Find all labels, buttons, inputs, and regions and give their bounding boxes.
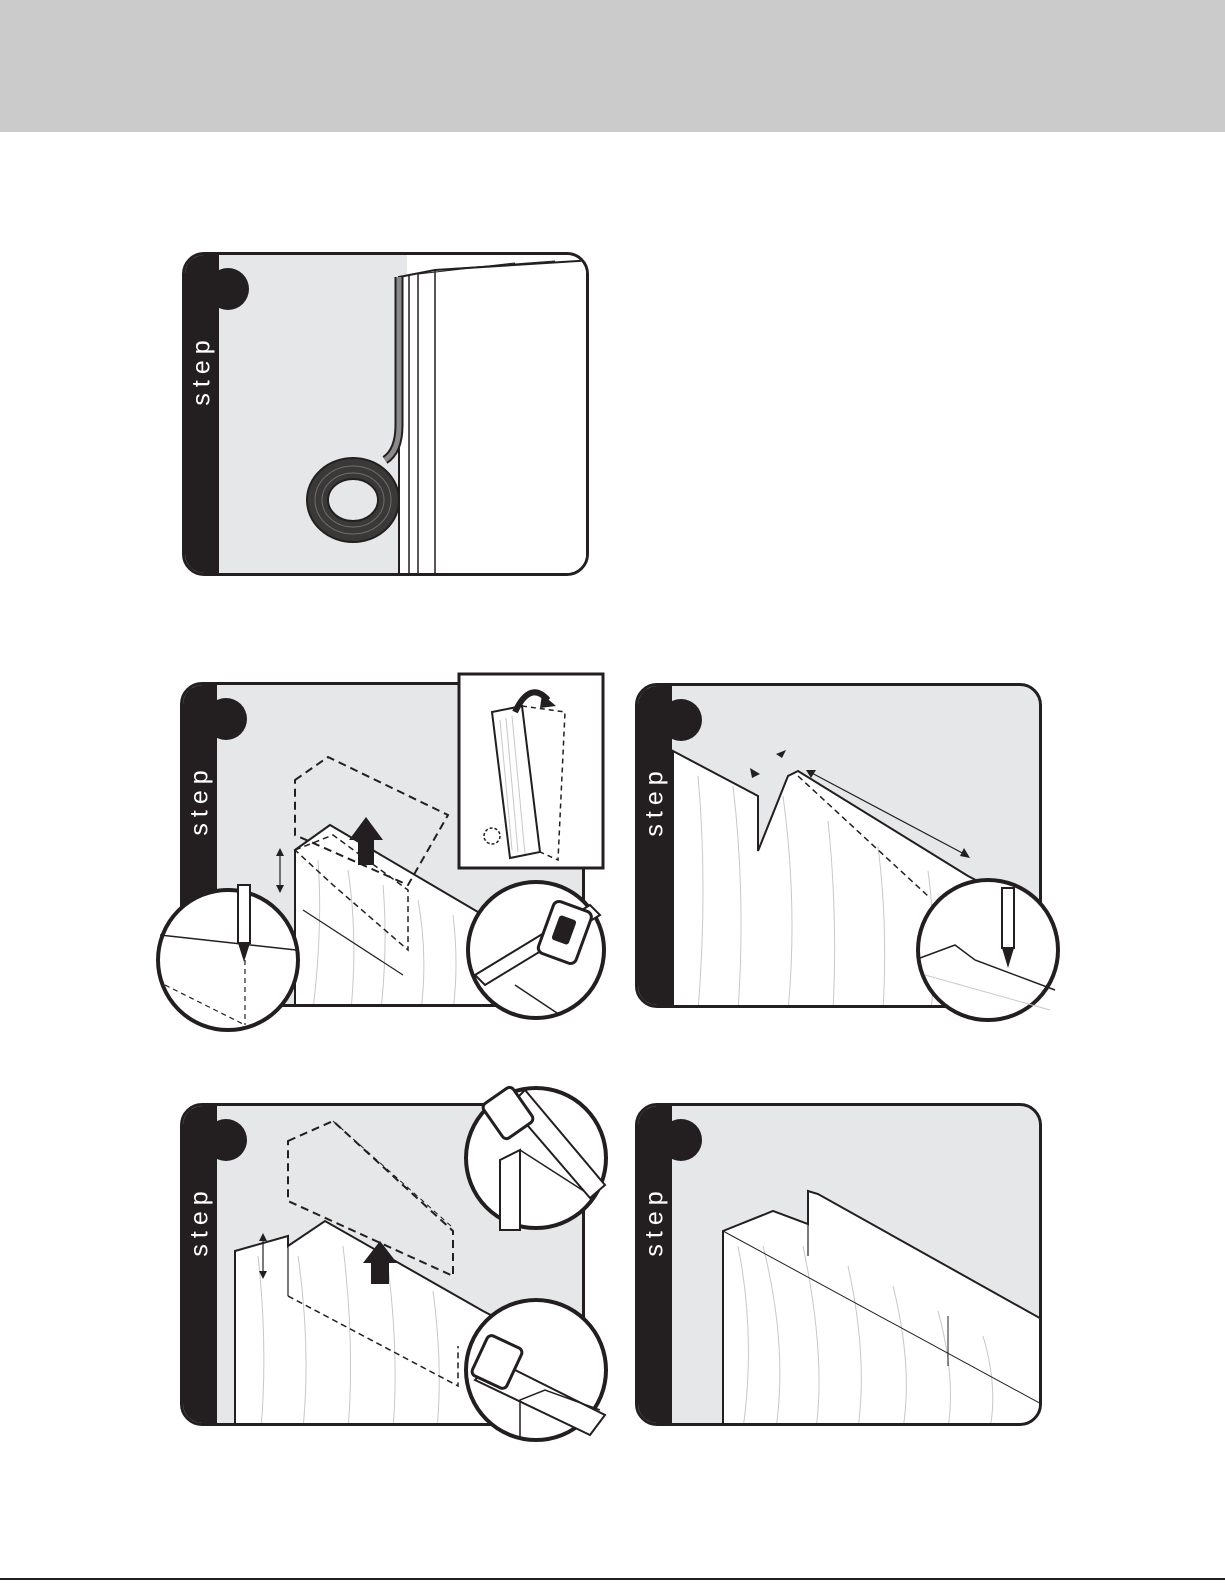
step-label: step	[186, 764, 215, 835]
dimension-arrow-icon	[750, 750, 786, 778]
marking-board-illustration	[183, 685, 585, 1007]
step-number-badge	[205, 1119, 247, 1161]
finished-board-illustration	[638, 1106, 1042, 1426]
step-label: step	[186, 1185, 215, 1256]
angled-board-illustration	[638, 686, 1042, 1008]
step-number-badge	[660, 699, 702, 741]
header-band	[0, 0, 1225, 132]
footer-rule	[0, 1578, 1225, 1580]
step-number-badge	[207, 268, 249, 310]
step-label: step	[188, 334, 217, 405]
step-number-badge	[205, 698, 247, 740]
cutting-board-illustration	[183, 1106, 585, 1426]
step-label: step	[641, 1185, 670, 1256]
step-number-badge	[660, 1119, 702, 1161]
tape-on-panel-illustration	[185, 255, 589, 576]
tape-roll-icon	[307, 458, 399, 542]
step-panel-5: step	[635, 1103, 1042, 1426]
step-panel-2: step	[180, 682, 585, 1007]
step-panel-3: step	[635, 683, 1042, 1008]
step-label: step	[641, 765, 670, 836]
step-panel-4: step	[180, 1103, 585, 1426]
step-panel-1: step	[182, 252, 589, 576]
